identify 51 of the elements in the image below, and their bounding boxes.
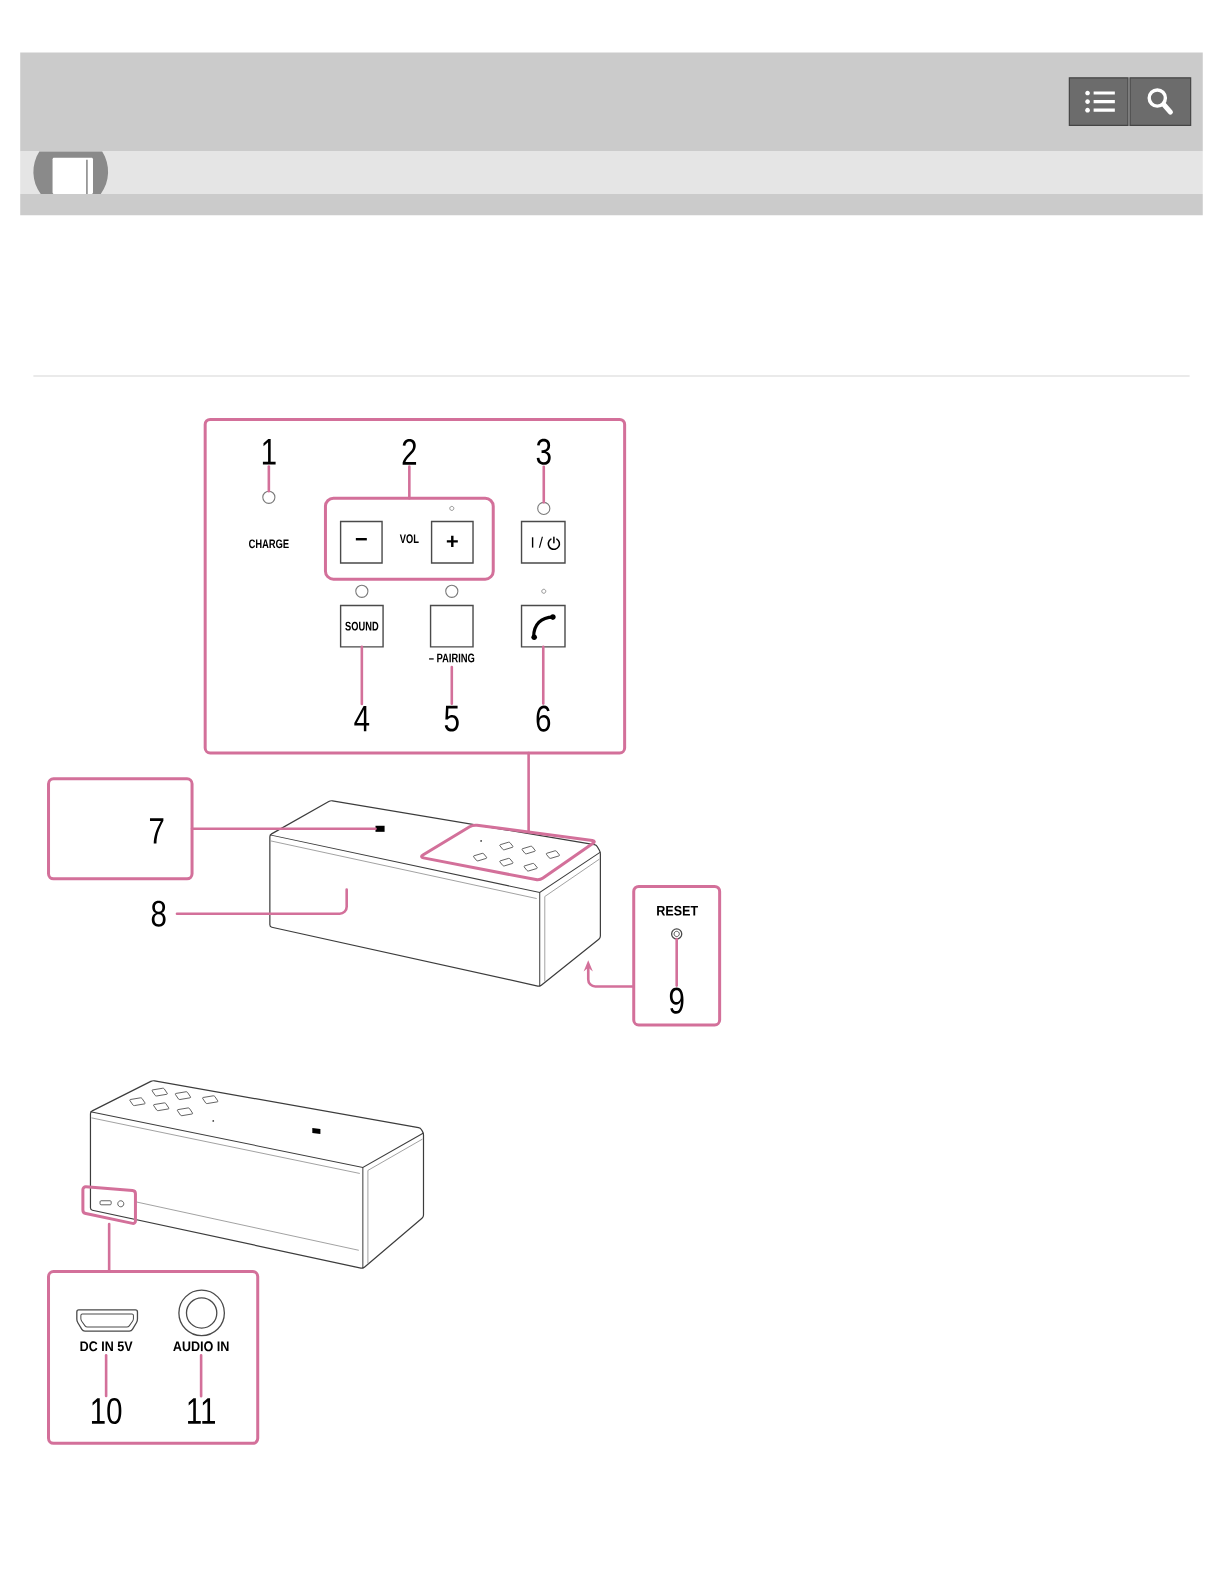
connector-line [527, 751, 530, 834]
callout-number: 5 [444, 705, 459, 732]
callout-number: 10 [91, 1397, 122, 1425]
led-label: CHARGE [249, 539, 289, 549]
callout-number: 2 [402, 438, 417, 465]
leader-line [450, 665, 454, 706]
callout-frame [47, 1270, 260, 1445]
callout-number: 4 [354, 705, 370, 732]
leader-line [190, 827, 377, 831]
jack-symbol [178, 1289, 225, 1337]
speaker-illustration [269, 800, 601, 987]
callout-frame [632, 884, 722, 1027]
target-mark [375, 825, 385, 832]
power-button: I / [520, 520, 566, 564]
minus-button: − [339, 520, 383, 564]
sound-button: SOUND [339, 604, 384, 648]
port-label: AUDIO IN [173, 1341, 229, 1352]
leader-line [408, 465, 411, 500]
callout-frame [203, 417, 627, 755]
speaker-illustration [89, 1080, 425, 1269]
indicator-led [445, 584, 459, 598]
callout-number: 8 [151, 900, 166, 927]
pairing-button [429, 604, 474, 648]
callout-number: 3 [536, 438, 551, 465]
leader-line [541, 645, 545, 705]
port-label: DC IN 5V [80, 1341, 133, 1352]
leader-line [104, 1354, 108, 1398]
reset-label: RESET [657, 905, 698, 916]
indicator-led [262, 490, 276, 504]
callout-number: 7 [150, 818, 164, 844]
callout-number: 9 [669, 987, 684, 1014]
plus-button: + [430, 520, 474, 564]
leader-line [542, 465, 546, 504]
leader-line [675, 937, 678, 987]
indicator-led [355, 584, 369, 598]
button-label: – PAIRING [429, 653, 475, 663]
phone-button [520, 604, 566, 648]
port-symbol [76, 1309, 139, 1332]
connector-line [107, 1222, 111, 1273]
leader-line [267, 465, 271, 493]
callout-frame [47, 777, 194, 881]
reset-hole [671, 928, 683, 940]
leader-line [360, 645, 364, 706]
panel-outline [420, 823, 596, 882]
callout-number: 11 [188, 1398, 215, 1424]
indicator-led [537, 501, 551, 515]
callout-number: 1 [262, 439, 276, 465]
port-outline [81, 1185, 137, 1225]
leader-line [175, 888, 348, 915]
callout-number: 6 [536, 705, 551, 732]
leader-line [199, 1354, 203, 1398]
